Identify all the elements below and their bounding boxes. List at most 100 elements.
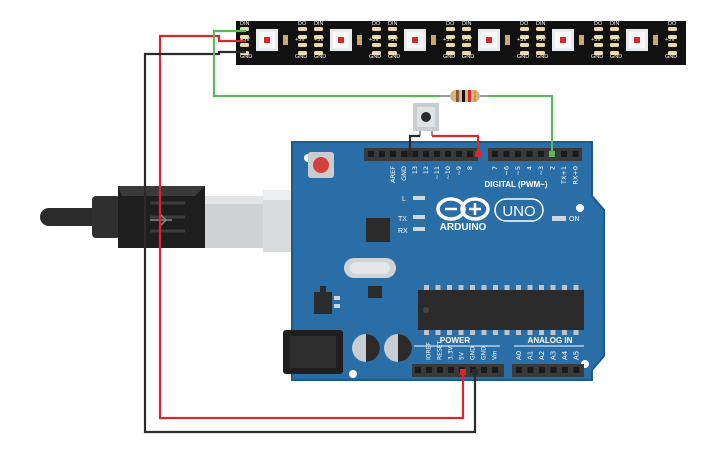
solder-pad bbox=[610, 35, 619, 39]
din-label: DIN bbox=[462, 21, 472, 27]
solder-pad bbox=[314, 35, 323, 39]
smd-component bbox=[505, 35, 510, 45]
mcu-pin bbox=[573, 285, 579, 290]
power-pin-label: IOREF bbox=[426, 342, 433, 360]
pin-hole bbox=[379, 151, 385, 157]
solder-pad bbox=[314, 51, 323, 55]
gnd-label: GND bbox=[462, 54, 474, 60]
gnd-label: GND bbox=[536, 54, 548, 60]
din-label: DIN bbox=[388, 21, 398, 27]
solder-pad bbox=[298, 51, 307, 55]
microcontroller-pins bbox=[424, 285, 579, 335]
solder-pad bbox=[314, 27, 323, 31]
plus5v-label: +5V bbox=[443, 37, 453, 43]
gnd-label: GND bbox=[610, 54, 622, 60]
microcontroller-chip bbox=[418, 290, 584, 330]
do-label: DO bbox=[668, 21, 677, 27]
gnd-label: GND bbox=[443, 54, 455, 60]
analog-header bbox=[512, 364, 584, 377]
solder-pad bbox=[388, 43, 397, 47]
mcu-pin bbox=[504, 285, 510, 290]
solder-pad bbox=[520, 51, 529, 55]
solder-pad bbox=[446, 27, 455, 31]
solder-pad bbox=[668, 43, 677, 47]
solder-pad bbox=[594, 27, 603, 31]
pin-hole bbox=[423, 151, 429, 157]
pin-hole bbox=[526, 151, 533, 157]
plus5v-label: +5V bbox=[462, 37, 472, 43]
mcu-pin bbox=[539, 285, 544, 290]
digital-pin-label: RX+0 bbox=[572, 166, 580, 185]
solder-pad bbox=[372, 27, 381, 31]
gnd-label: GND bbox=[388, 54, 400, 60]
wire-red-button-pin bbox=[432, 134, 480, 153]
mcu-pin bbox=[516, 285, 521, 290]
do-label: DO bbox=[446, 21, 455, 27]
usb-cable bbox=[40, 186, 339, 252]
pushbutton[interactable] bbox=[413, 103, 439, 136]
digital-label: DIGITAL (PWM~) bbox=[484, 180, 547, 189]
mcu-pin bbox=[447, 285, 452, 290]
pin-hole bbox=[572, 151, 579, 157]
solder-pad bbox=[594, 43, 603, 47]
mcu-pin bbox=[504, 330, 510, 335]
mcu-pin bbox=[562, 285, 567, 290]
wire-green-data bbox=[212, 29, 554, 153]
mcu-pin bbox=[527, 285, 533, 290]
solder-pad bbox=[668, 35, 677, 39]
mcu-pin bbox=[481, 285, 487, 290]
pin-hole bbox=[412, 151, 418, 157]
pin-hole bbox=[415, 367, 421, 373]
solder-pad bbox=[314, 43, 323, 47]
model-badge bbox=[494, 198, 544, 222]
solder-pad bbox=[536, 43, 545, 47]
analog-pin-label: A0 bbox=[515, 351, 523, 360]
mcu-pin bbox=[550, 330, 556, 335]
solder-pad bbox=[462, 43, 471, 47]
pin-hole bbox=[539, 367, 545, 373]
digital-pin-label: ~9 bbox=[455, 166, 463, 176]
reset-button[interactable] bbox=[308, 152, 334, 178]
mcu-pin bbox=[424, 330, 429, 335]
analog-pin-label: A1 bbox=[527, 351, 535, 360]
wire-black-button-gnd bbox=[408, 134, 420, 153]
mcu-pin bbox=[562, 330, 567, 335]
led-die bbox=[412, 37, 418, 43]
digital-pin-label: ~6 bbox=[503, 166, 511, 176]
pin-hole bbox=[426, 367, 432, 373]
digital-pin-label: TX+1 bbox=[560, 166, 568, 185]
smd-component bbox=[357, 35, 362, 45]
mcu-pin bbox=[527, 330, 533, 335]
pin-hole bbox=[445, 151, 451, 157]
mcu-pin bbox=[493, 285, 498, 290]
smd-component bbox=[431, 35, 436, 45]
capacitors bbox=[352, 334, 412, 362]
solder-pad bbox=[610, 43, 619, 47]
gnd-label: GND bbox=[517, 54, 529, 60]
gnd-label: GND bbox=[314, 54, 326, 60]
mcu-pin bbox=[435, 330, 441, 335]
arduino-logo bbox=[436, 197, 490, 221]
solder-pad bbox=[372, 51, 381, 55]
led-tx-label: TX bbox=[398, 216, 407, 223]
gnd-label: GND bbox=[295, 54, 307, 60]
gnd-label: GND bbox=[591, 54, 603, 60]
solder-pad bbox=[668, 27, 677, 31]
power-pin-label: GND bbox=[481, 346, 488, 360]
digital-pin-label: ~10 bbox=[444, 166, 452, 180]
plus5v-label: +5V bbox=[536, 37, 546, 43]
mcu-pin bbox=[458, 330, 464, 335]
pin-hole bbox=[467, 151, 473, 157]
brand-label: ARDUINO bbox=[440, 222, 487, 233]
solder-pad bbox=[668, 51, 677, 55]
plus5v-label: +5V bbox=[369, 37, 379, 43]
solder-pad bbox=[372, 35, 381, 39]
pin-hole bbox=[550, 367, 557, 373]
smd-component bbox=[653, 35, 658, 45]
digital-pin-label: 7 bbox=[491, 166, 499, 170]
pin-hole bbox=[561, 151, 567, 157]
digital-pin-label: AREF bbox=[389, 166, 397, 183]
pin-hole bbox=[390, 151, 396, 157]
